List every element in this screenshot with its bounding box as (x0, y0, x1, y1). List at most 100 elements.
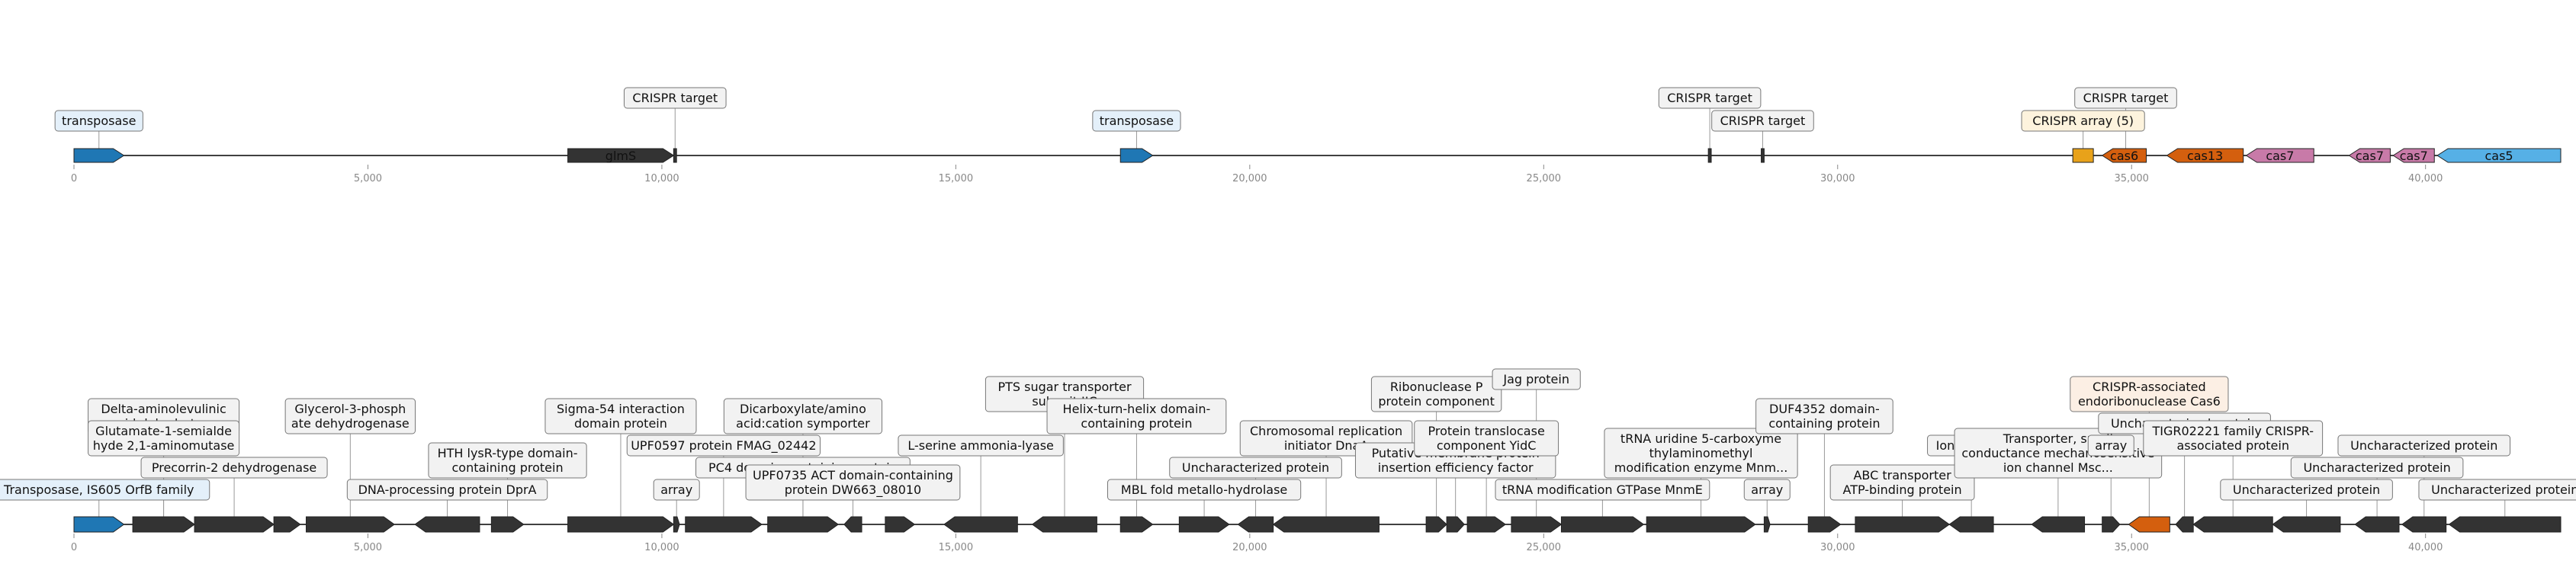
label-text: Dicarboxylate/amino (740, 402, 866, 416)
label-box (2418, 479, 2576, 501)
label-box (1829, 464, 1975, 501)
gene-arrow (1646, 516, 1756, 533)
label-text: Sigma-54 interaction (557, 402, 685, 416)
axis-tick-label: 0 (71, 542, 77, 553)
axis-tick-label: 5,000 (354, 542, 382, 553)
gene-name-label: cas5 (2484, 149, 2513, 163)
label-text: protein component (1378, 394, 1494, 409)
gene-arrow (567, 516, 675, 533)
gene-arrow (2348, 148, 2391, 163)
label-text: containing protein (1081, 416, 1192, 431)
gene-arrow (1560, 516, 1645, 533)
gene-annotation-label: MBL fold metallo-hydrolase (1107, 479, 1302, 501)
gene-name-label: cas7 (2266, 149, 2294, 163)
label-text: Jag protein (1502, 372, 1569, 386)
label-text: Uncharacterized protein (1182, 460, 1329, 475)
gene-annotation-label: CRISPR array (5) (2021, 110, 2145, 132)
gene-arrow (2354, 516, 2400, 533)
label-box (2087, 434, 2134, 457)
label-text: CRISPR array (5) (2032, 114, 2134, 128)
axis-tick-label: 40,000 (2408, 542, 2443, 553)
label-box (1604, 428, 1798, 479)
label-text: Helix-turn-helix domain- (1063, 402, 1211, 416)
axis-tick-label: 25,000 (1527, 173, 1562, 184)
label-text: array (660, 482, 692, 497)
gene-arrow (2401, 516, 2447, 533)
label-text: Glutamate-1-semialde (95, 424, 232, 438)
axis-tick-label: 15,000 (939, 542, 974, 553)
label-box (0, 479, 210, 501)
label-text: CRISPR target (2083, 91, 2169, 105)
gene-arrow (273, 516, 301, 533)
gene-arrow (2245, 148, 2314, 163)
label-box (1092, 110, 1181, 132)
axis-tick-label: 10,000 (644, 173, 679, 184)
gene-arrow (685, 516, 763, 533)
crispr-target-mark (1761, 148, 1765, 163)
gene-annotation-label: Precorrin-2 dehydrogenase (140, 457, 328, 479)
gene-annotation-label: TIGR02221 family CRISPR-associated prote… (2143, 420, 2324, 457)
label-text: tRNA uridine 5-carboxyme (1620, 431, 1781, 446)
gene-annotation-label: Uncharacterized protein (1169, 457, 1342, 479)
label-text: Uncharacterized protein (2431, 482, 2576, 497)
label-box (2021, 110, 2145, 132)
gene-arrow (1807, 516, 1842, 533)
label-box (2070, 376, 2229, 412)
label-text: CRISPR-associated (2093, 380, 2206, 394)
gene-name-label: glmS (605, 149, 636, 163)
label-text: insertion efficiency factor (1378, 460, 1534, 475)
label-box (1169, 457, 1342, 479)
label-text: DNA-processing protein DprA (358, 482, 537, 497)
gene-arrow (2128, 516, 2170, 533)
gene-annotation-label: Helix-turn-helix domain-containing prote… (1046, 398, 1227, 434)
gene-arrow (73, 148, 125, 163)
label-box (54, 110, 143, 132)
label-text: Ribonuclease P (1390, 380, 1483, 394)
label-text: transposase (62, 114, 136, 128)
gene-annotation-label: L-serine ammonia-lyase (898, 434, 1064, 457)
gene-annotation-label: CRISPR target (2074, 87, 2177, 109)
axis-tick-label: 25,000 (1527, 542, 1562, 553)
gene-arrow (1466, 516, 1507, 533)
gene-annotation-label: tRNA uridine 5-carboxymethylaminomethylm… (1604, 428, 1798, 479)
axis-tick-label: 5,000 (354, 173, 382, 184)
gene-name-label: cas7 (2356, 149, 2384, 163)
label-text: Uncharacterized protein (2303, 460, 2450, 475)
label-text: TIGR02221 family CRISPR- (2151, 424, 2314, 438)
gene-arrow (73, 516, 125, 533)
axis-tick-label: 15,000 (939, 173, 974, 184)
gene-annotation-label: Uncharacterized protein (2290, 457, 2464, 479)
label-text: Chromosomal replication (1250, 424, 1402, 438)
axis-tick-label: 30,000 (1820, 542, 1855, 553)
label-text: HTH lysR-type domain- (438, 446, 578, 460)
gene-arrow (1855, 516, 1951, 533)
label-text: Glycerol-3-phosph (294, 402, 406, 416)
gene-annotation-label: CRISPR target (1658, 87, 1762, 109)
gene-annotation-label: UPF0597 protein FMAG_02442 (626, 434, 821, 457)
label-text: transposase (1100, 114, 1174, 128)
gene-name-label: cas7 (2400, 149, 2428, 163)
label-text: L-serine ammonia-lyase (907, 438, 1054, 453)
label-text: array (1751, 482, 1783, 497)
gene-arrow (2272, 516, 2341, 533)
gene-arrow (843, 516, 862, 533)
label-box (140, 457, 328, 479)
gene-arrow (1031, 516, 1097, 533)
label-box (2337, 434, 2511, 457)
gene-arrow (2102, 516, 2121, 533)
gene-arrow (1272, 516, 1380, 533)
gene-annotation-label: array (1743, 479, 1791, 501)
axis-tick-label: 20,000 (1232, 173, 1267, 184)
label-box (1743, 479, 1791, 501)
gene-arrow (1446, 516, 1465, 533)
axis-tick-label: 40,000 (2408, 173, 2443, 184)
label-text: Uncharacterized protein (2233, 482, 2380, 497)
gene-arrow (2031, 516, 2086, 533)
gene-annotation-label: transposase (54, 110, 143, 132)
